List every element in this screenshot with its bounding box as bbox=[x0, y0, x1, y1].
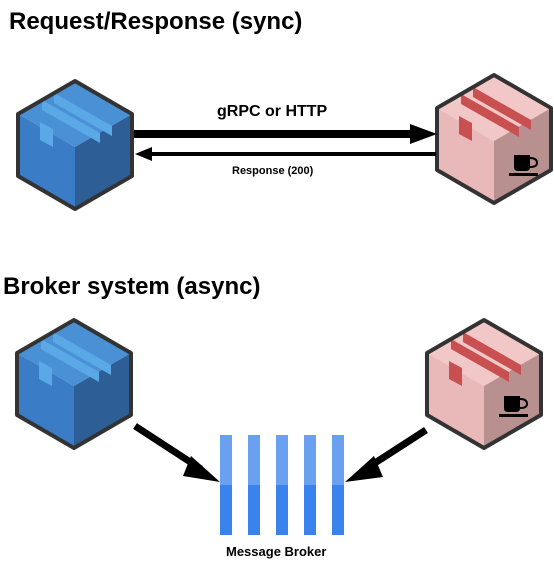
consumer-to-broker-arrow bbox=[345, 427, 428, 482]
section-title-async: Broker system (async) bbox=[3, 273, 261, 300]
section-title-sync: Request/Response (sync) bbox=[9, 8, 303, 35]
server-service-box-icon bbox=[435, 73, 553, 205]
coffee-cup-icon bbox=[499, 396, 529, 417]
coffee-cup-icon bbox=[509, 155, 539, 176]
message-broker-label: Message Broker bbox=[226, 544, 327, 559]
client-service-box-icon bbox=[16, 79, 134, 211]
message-broker-queue bbox=[220, 435, 344, 535]
request-protocol-label: gRPC or HTTP bbox=[217, 103, 328, 120]
response-arrow bbox=[135, 147, 436, 161]
producer-service-box-icon bbox=[15, 318, 133, 450]
request-arrow bbox=[134, 124, 437, 144]
producer-to-broker-arrow bbox=[133, 423, 220, 482]
response-status-label: Response (200) bbox=[232, 165, 314, 177]
consumer-service-box-icon bbox=[425, 318, 543, 450]
